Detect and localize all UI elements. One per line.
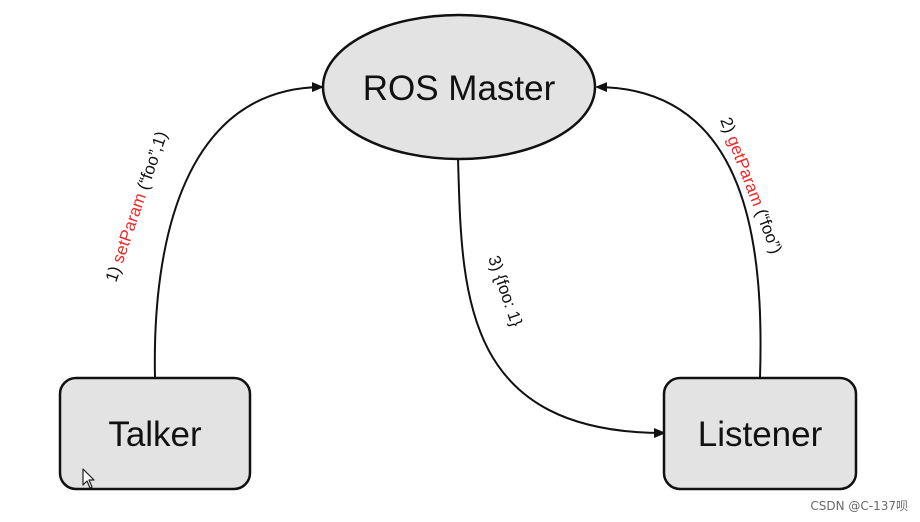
edge-label-response: 3) {foo: 1} xyxy=(484,253,526,329)
node-listener: Listener xyxy=(662,376,858,491)
watermark-text: CSDN @C-137呗 xyxy=(810,499,908,513)
edge-master-to-listener xyxy=(457,157,666,438)
edge-talker-to-master xyxy=(153,82,324,379)
node-talker-label: Talker xyxy=(108,415,202,454)
node-talker: Talker xyxy=(58,376,252,491)
node-listener-label: Listener xyxy=(698,415,823,454)
node-ros-master-label: ROS Master xyxy=(363,69,556,108)
edge-listener-to-master xyxy=(595,82,762,379)
node-ros-master: ROS Master xyxy=(321,13,597,161)
edge-label-set-param: 1) setParam (“foo”,1) xyxy=(102,129,171,284)
edge-label-set-param-method: setParam xyxy=(108,191,150,266)
edge-label-set-param-args: (“foo”,1) xyxy=(132,129,171,197)
mouse-pointer-icon xyxy=(82,468,95,489)
edge-label-get-param-args: (“foo”) xyxy=(750,202,786,256)
edge-label-get-param-method: getParam xyxy=(723,133,767,209)
